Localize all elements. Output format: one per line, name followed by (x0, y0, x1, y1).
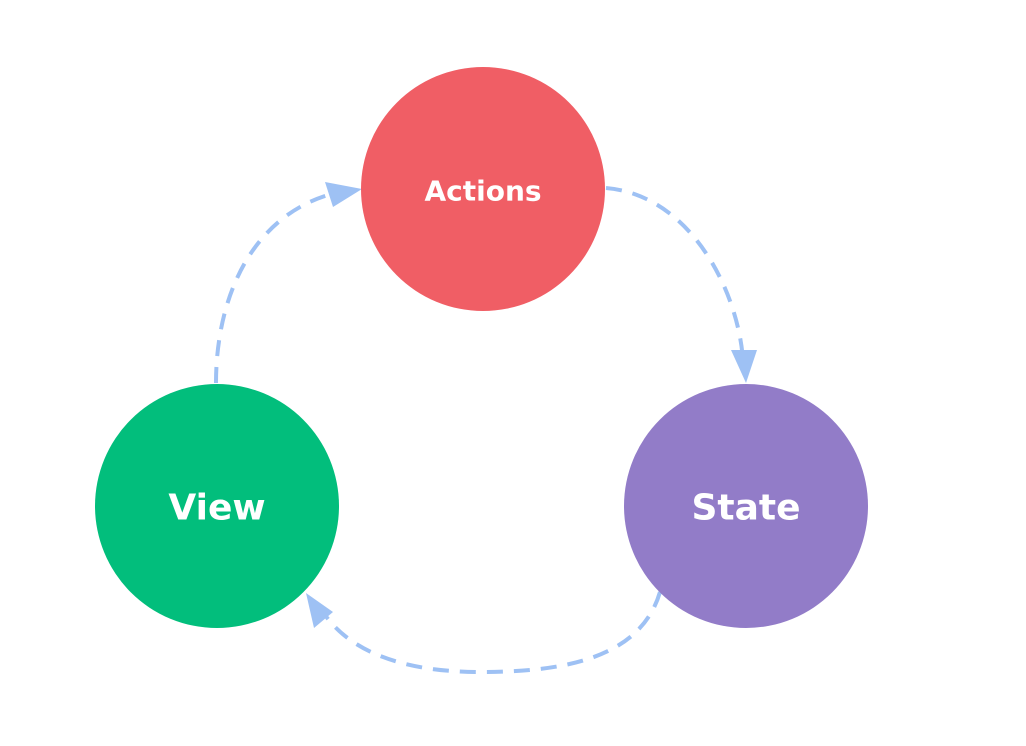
node-view: View (95, 384, 339, 628)
view-label: View (168, 488, 265, 529)
arrowhead-state-to-view (306, 593, 333, 628)
node-state: State (624, 384, 868, 628)
state-circle (624, 384, 868, 628)
actions-circle (361, 67, 605, 311)
actions-label: Actions (424, 175, 541, 208)
state-label: State (691, 488, 800, 529)
view-circle (95, 384, 339, 628)
arrowhead-actions-to-state (731, 350, 757, 383)
edge-state-to-view (323, 591, 662, 675)
edge-actions-to-state (605, 186, 745, 361)
arrowhead-view-to-actions (325, 182, 362, 207)
edge-view-to-actions (214, 191, 336, 384)
node-actions: Actions (361, 67, 605, 311)
